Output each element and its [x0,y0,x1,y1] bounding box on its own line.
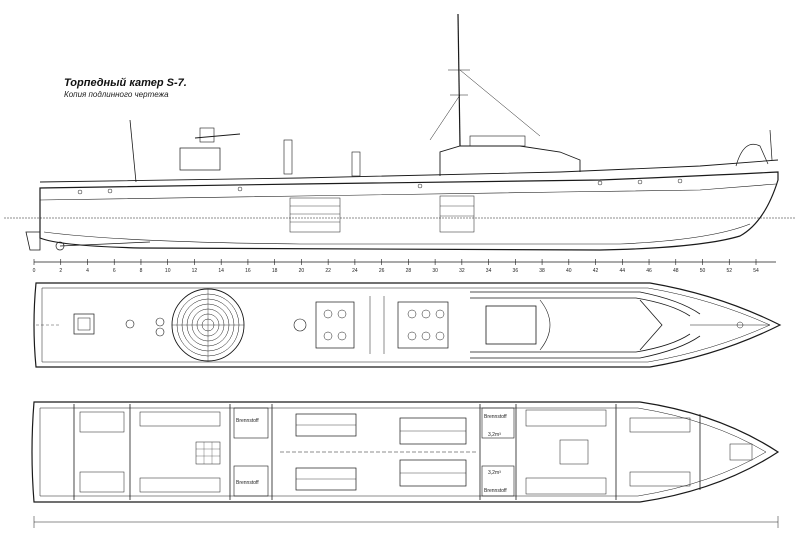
compartment-labels: Brennstoff Brennstoff Brennstoff Brennst… [236,414,507,494]
frame-number: 16 [245,268,251,274]
propeller-rudder [25,231,151,251]
gun-mount [179,127,241,171]
frame-number: 46 [646,268,652,274]
frame-number: 18 [272,268,278,274]
engine-room-detail [289,195,475,233]
mast [457,13,461,147]
frame-number: 38 [539,268,545,274]
compartment-label: Brennstoff [484,414,507,420]
interior-hull-outline [31,401,780,503]
deck-line [39,159,779,183]
compartment-label: 3,2m³ [488,470,501,476]
fuel-tank-aft-stbd [233,465,269,497]
frame-number: 14 [218,268,224,274]
compartment-label: Brennstoff [236,418,259,424]
frame-number: 22 [325,268,331,274]
frame-number: 10 [165,268,171,274]
frame-number: 4 [86,268,89,274]
bridge-superstructure [439,145,581,176]
frame-number: 8 [140,268,143,274]
frame-number: 44 [620,268,626,274]
drawing-subtitle: Копия подлинного чертежа [64,89,169,99]
title-block: Торпедный катер S-7. Копия подлинного че… [64,77,187,99]
frame-number: 6 [113,268,116,274]
hull-profile [39,171,779,251]
frame-number: 0 [33,268,36,274]
frame-number: 20 [299,268,305,274]
frame-number: 12 [192,268,198,274]
frame-number: 52 [726,268,732,274]
fuel-tank-aft-port [233,407,269,439]
aft-hatch [73,313,95,335]
side-elevation [4,13,796,251]
upper-deck-plan [33,282,782,368]
frame-number: 34 [486,268,492,274]
torpedo-tubes [470,291,701,359]
frame-number: 32 [459,268,465,274]
frame-number: 2 [59,268,62,274]
frame-number: 48 [673,268,679,274]
frame-number: 28 [406,268,412,274]
frame-number: 40 [566,268,572,274]
compartment-label: Brennstoff [484,488,507,494]
fuel-tank-fwd-port [481,407,515,439]
engine-skylights [315,301,449,349]
bulkheads [73,404,701,500]
frame-number: 24 [352,268,358,274]
engines [295,413,467,491]
compartment-label: Brennstoff [236,480,259,486]
drawing-title: Торпедный катер S-7. [64,77,187,89]
deck-outline [33,282,782,368]
compartment-label: 3,2m³ [488,432,501,438]
fuel-tank-fwd-stbd [481,465,515,497]
ventilator-grating [171,288,245,362]
frame-number: 26 [379,268,385,274]
portholes [77,178,683,195]
frame-number: 36 [513,268,519,274]
frame-number: 42 [593,268,599,274]
frame-number: 50 [700,268,706,274]
frame-number: 30 [432,268,438,274]
lower-deck-plan: Brennstoff Brennstoff Brennstoff Brennst… [31,401,780,528]
bridge-plan [485,305,537,345]
frame-number: 54 [753,268,759,274]
